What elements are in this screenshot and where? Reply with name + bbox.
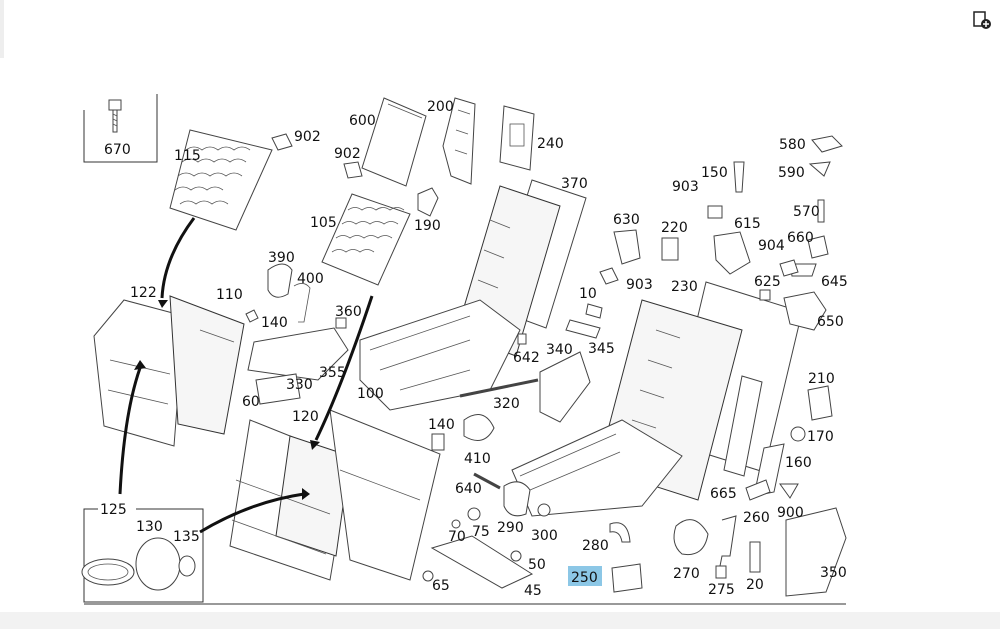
module-240 [499, 105, 535, 171]
part-label-902[interactable]: 902 [294, 129, 321, 145]
part-labels: 670 115 902 902 600 200 240 105 190 370 … [100, 99, 848, 599]
selected-part-highlight [568, 566, 602, 586]
part-label-70[interactable]: 70 [448, 529, 466, 545]
bottom-bar [0, 612, 1000, 629]
part-label-370[interactable]: 370 [561, 176, 588, 192]
cluster-center [245, 263, 631, 562]
part-label-350[interactable]: 350 [820, 565, 847, 581]
part-label-330[interactable]: 330 [286, 377, 313, 393]
panel-600 [361, 97, 427, 187]
part-label-140[interactable]: 140 [261, 315, 288, 331]
part-label-230[interactable]: 230 [671, 279, 698, 295]
part-label-150[interactable]: 150 [701, 165, 728, 181]
part-label-300[interactable]: 300 [531, 528, 558, 544]
seat-frame-right [511, 281, 803, 517]
part-label-360[interactable]: 360 [335, 304, 362, 320]
part-label-400[interactable]: 400 [297, 271, 324, 287]
part-label-135[interactable]: 135 [173, 529, 200, 545]
part-label-125[interactable]: 125 [100, 502, 127, 518]
exploded-parts-diagram: 670 115 902 902 600 200 240 105 190 370 … [81, 94, 848, 605]
part-label-903[interactable]: 903 [626, 277, 653, 293]
part-label-410[interactable]: 410 [464, 451, 491, 467]
part-label-250[interactable]: 250 [571, 570, 598, 586]
part-label-10[interactable]: 10 [579, 286, 597, 302]
part-label-200[interactable]: 200 [427, 99, 454, 115]
part-label-290[interactable]: 290 [497, 520, 524, 536]
add-to-document-icon [973, 11, 991, 29]
inset-box-125 [83, 508, 204, 603]
part-label-670[interactable]: 670 [104, 142, 131, 158]
seat-cover-120 [229, 409, 441, 581]
cluster-lower-right [611, 479, 847, 597]
part-label-20[interactable]: 20 [746, 577, 764, 593]
part-label-640[interactable]: 640 [455, 481, 482, 497]
top-bar [0, 0, 1000, 58]
part-label-600[interactable]: 600 [349, 113, 376, 129]
part-label-130[interactable]: 130 [136, 519, 163, 535]
part-label-270[interactable]: 270 [673, 566, 700, 582]
part-label-902[interactable]: 902 [334, 146, 361, 162]
part-label-390[interactable]: 390 [268, 250, 295, 266]
part-label-615[interactable]: 615 [734, 216, 761, 232]
part-label-665[interactable]: 665 [710, 486, 737, 502]
clip-902-a [271, 133, 293, 151]
part-label-65[interactable]: 65 [432, 578, 450, 594]
heating-mat-105 [321, 193, 411, 286]
inset-box-670 [83, 94, 158, 163]
part-label-190[interactable]: 190 [414, 218, 441, 234]
part-label-645[interactable]: 645 [821, 274, 848, 290]
part-label-660[interactable]: 660 [787, 230, 814, 246]
add-to-document-button[interactable] [971, 9, 993, 31]
heating-mat-115 [169, 129, 273, 231]
part-label-100[interactable]: 100 [357, 386, 384, 402]
part-label-345[interactable]: 345 [588, 341, 615, 357]
seat-cover-122 [93, 295, 245, 447]
clip-902-b [343, 161, 363, 179]
part-label-280[interactable]: 280 [582, 538, 609, 554]
part-label-625[interactable]: 625 [754, 274, 781, 290]
part-label-590[interactable]: 590 [778, 165, 805, 181]
inset-125-parts [81, 537, 196, 591]
part-label-240[interactable]: 240 [537, 136, 564, 152]
part-label-45[interactable]: 45 [524, 583, 542, 599]
part-label-355[interactable]: 355 [319, 365, 346, 381]
part-label-105[interactable]: 105 [310, 215, 337, 231]
part-label-903[interactable]: 903 [672, 179, 699, 195]
tray-45 [422, 535, 534, 589]
bolt-670 [108, 99, 122, 133]
part-label-122[interactable]: 122 [130, 285, 157, 301]
bracket-200 [442, 97, 476, 185]
part-label-320[interactable]: 320 [493, 396, 520, 412]
part-label-275[interactable]: 275 [708, 582, 735, 598]
part-label-115[interactable]: 115 [174, 148, 201, 164]
part-label-210[interactable]: 210 [808, 371, 835, 387]
part-label-110[interactable]: 110 [216, 287, 243, 303]
part-label-140[interactable]: 140 [428, 417, 455, 433]
part-label-260[interactable]: 260 [743, 510, 770, 526]
part-label-120[interactable]: 120 [292, 409, 319, 425]
clip-190 [417, 187, 439, 217]
part-label-160[interactable]: 160 [785, 455, 812, 471]
left-edge [0, 0, 4, 58]
part-label-904[interactable]: 904 [758, 238, 785, 254]
part-label-50[interactable]: 50 [528, 557, 546, 573]
part-label-630[interactable]: 630 [613, 212, 640, 228]
part-label-220[interactable]: 220 [661, 220, 688, 236]
part-label-642[interactable]: 642 [513, 350, 540, 366]
part-label-170[interactable]: 170 [807, 429, 834, 445]
part-label-60[interactable]: 60 [242, 394, 260, 410]
part-label-340[interactable]: 340 [546, 342, 573, 358]
seat-frame-left [359, 179, 587, 411]
arrows [118, 217, 374, 534]
part-label-900[interactable]: 900 [777, 505, 804, 521]
part-label-650[interactable]: 650 [817, 314, 844, 330]
part-label-75[interactable]: 75 [472, 524, 490, 540]
part-label-580[interactable]: 580 [779, 137, 806, 153]
part-label-570[interactable]: 570 [793, 204, 820, 220]
